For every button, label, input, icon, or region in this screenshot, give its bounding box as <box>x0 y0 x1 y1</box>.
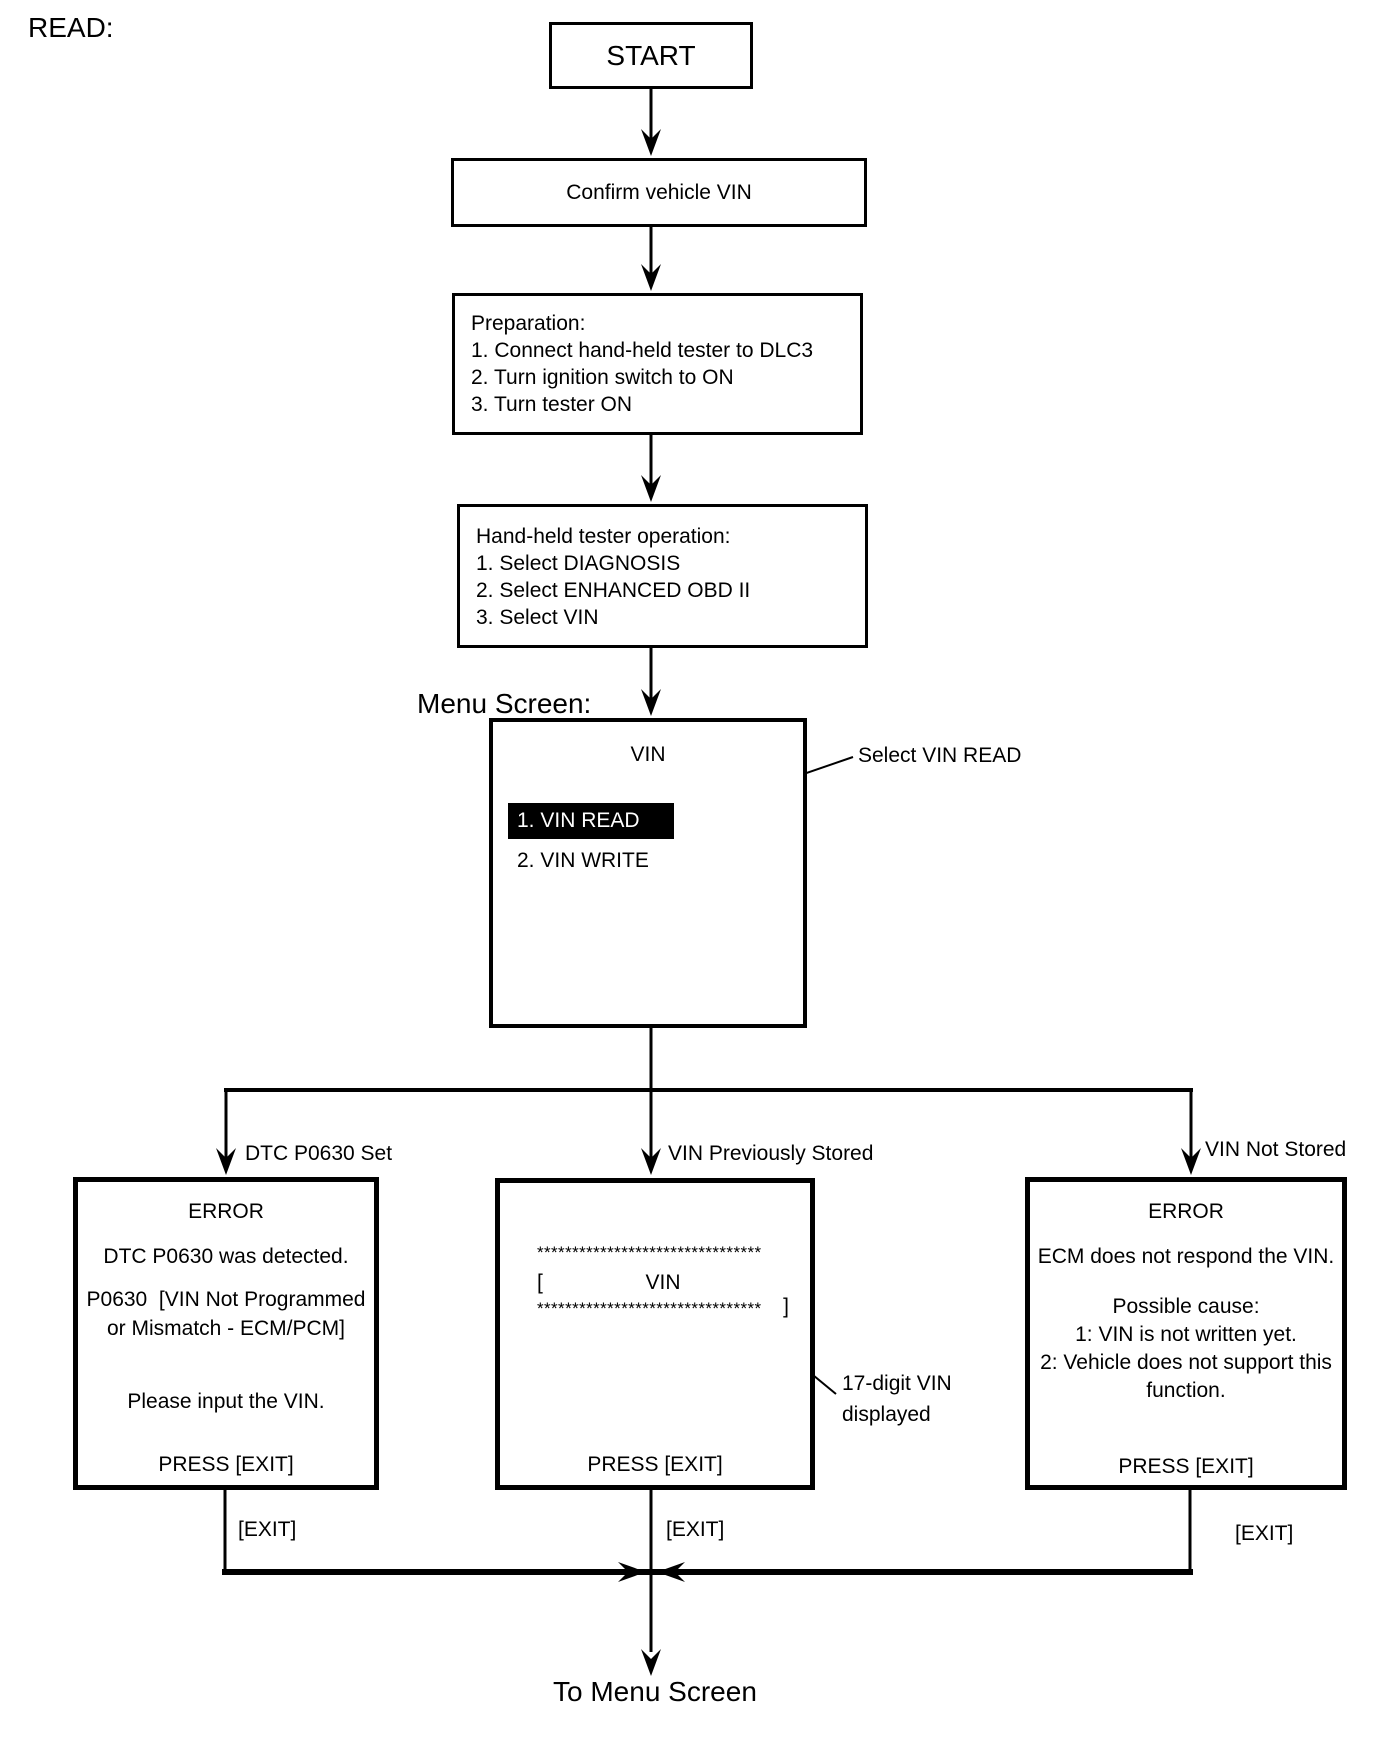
arrowhead-branch-right <box>1181 1148 1201 1175</box>
arrowhead-into-menu <box>641 689 661 716</box>
preparation-node: Preparation: 1. Connect hand-held tester… <box>452 293 863 435</box>
vin-menu-title: VIN <box>630 743 666 766</box>
tester-operation-steps: Hand-held tester operation: 1. Select DI… <box>476 523 857 631</box>
converge-arrowhead-right <box>657 1562 685 1582</box>
error-line: ECM does not respond the VIN. <box>1037 1245 1335 1268</box>
preparation-steps: Preparation: 1. Connect hand-held tester… <box>471 310 852 418</box>
read-heading: READ: <box>28 12 114 43</box>
error-line: P0630 [VIN Not Programmed <box>86 1288 366 1311</box>
arrowhead-branch-middle <box>641 1148 661 1175</box>
tester-operation-title: Hand-held tester operation: <box>476 525 731 548</box>
start-node-label: START <box>606 39 696 71</box>
bracket-open: [ <box>537 1271 543 1294</box>
branch-label-dtc-set: DTC P0630 Set <box>245 1142 393 1165</box>
stars-row-top: ******************************** <box>537 1243 762 1262</box>
tester-operation-step: 3. Select VIN <box>476 606 599 629</box>
menu-screen-heading: Menu Screen: <box>417 688 592 719</box>
error-heading: ERROR <box>1148 1200 1224 1223</box>
to-menu-screen-heading: To Menu Screen <box>553 1676 757 1707</box>
exit-label-middle: [EXIT] <box>666 1518 725 1541</box>
confirm-vin-label: Confirm vehicle VIN <box>566 180 752 204</box>
error-line: Possible cause: <box>1112 1295 1260 1318</box>
error-box-dtc-p0630: ERROR DTC P0630 was detected. P0630 [VIN… <box>73 1177 379 1490</box>
press-exit-label: PRESS [EXIT] <box>1118 1455 1254 1478</box>
vin-menu-screen: VIN 1. VIN READ 2. VIN WRITE <box>489 718 807 1028</box>
arrowhead-into-confirm <box>641 129 661 156</box>
preparation-step: 1. Connect hand-held tester to DLC3 <box>471 339 814 362</box>
preparation-step: 3. Turn tester ON <box>471 393 633 416</box>
tester-operation-node: Hand-held tester operation: 1. Select DI… <box>457 504 868 648</box>
error-heading: ERROR <box>188 1200 264 1223</box>
preparation-step: 2. Turn ignition switch to ON <box>471 366 734 389</box>
confirm-vin-node: Confirm vehicle VIN <box>451 158 867 227</box>
arrowhead-into-tester <box>641 475 661 502</box>
error-line: Please input the VIN. <box>127 1390 325 1413</box>
menu-item-vin-write: 2. VIN WRITE <box>517 849 649 872</box>
vin-value-label: VIN <box>645 1271 681 1294</box>
exit-label-left: [EXIT] <box>238 1518 297 1541</box>
error-line: or Mismatch - ECM/PCM] <box>106 1317 345 1340</box>
bracket-close: ] <box>783 1295 789 1318</box>
start-node: START <box>549 22 753 89</box>
converge-arrowhead-left <box>618 1562 646 1582</box>
error-line: 2: Vehicle does not support this <box>1040 1351 1332 1374</box>
vin-17digit-callout-line2: displayed <box>842 1403 931 1426</box>
error-box-vin-not-stored: ERROR ECM does not respond the VIN. Poss… <box>1025 1177 1347 1490</box>
error-line: DTC P0630 was detected. <box>103 1245 349 1268</box>
arrowhead-into-preparation <box>641 264 661 291</box>
stars-row-bottom: ******************************** <box>537 1299 762 1318</box>
tester-operation-step: 1. Select DIAGNOSIS <box>476 552 681 575</box>
vin-17digit-callout-line1: 17-digit VIN <box>842 1372 952 1395</box>
branch-label-vin-not-stored: VIN Not Stored <box>1205 1138 1347 1161</box>
arrowhead-to-menu-screen <box>641 1649 661 1676</box>
vin-display-row: [ VIN ] <box>537 1271 789 1318</box>
vin-display-box: ******************************** [ VIN ]… <box>495 1178 815 1490</box>
menu-item-vin-read: 1. VIN READ <box>508 803 674 839</box>
error-line: function. <box>1146 1379 1226 1402</box>
press-exit-label: PRESS [EXIT] <box>587 1453 723 1476</box>
preparation-title: Preparation: <box>471 312 586 335</box>
press-exit-label: PRESS [EXIT] <box>158 1453 294 1476</box>
select-vin-read-callout: Select VIN READ <box>858 744 1022 767</box>
error-line: 1: VIN is not written yet. <box>1075 1323 1297 1346</box>
exit-label-right: [EXIT] <box>1235 1522 1294 1545</box>
branch-label-vin-stored: VIN Previously Stored <box>668 1142 874 1165</box>
tester-operation-step: 2. Select ENHANCED OBD II <box>476 579 751 602</box>
arrowhead-branch-left <box>216 1148 236 1175</box>
